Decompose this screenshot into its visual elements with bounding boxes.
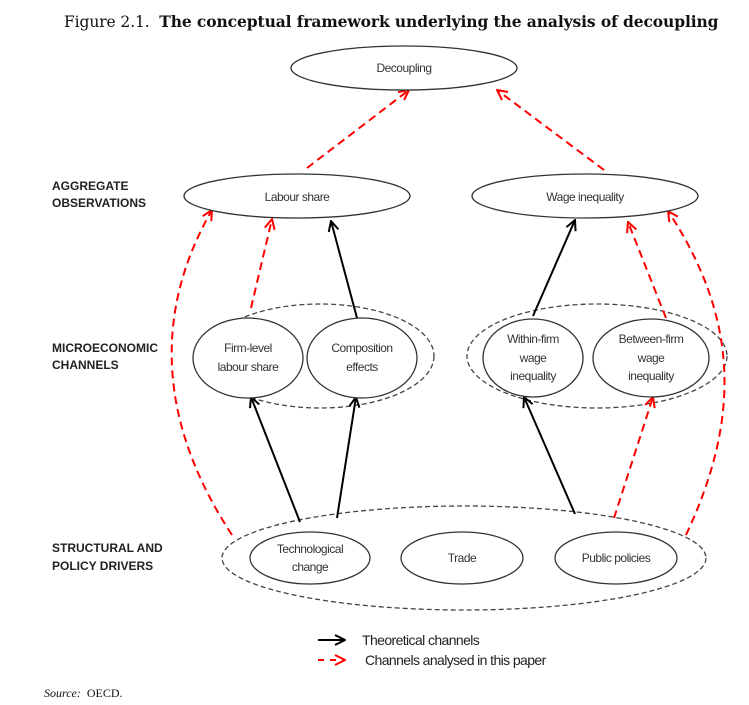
node-label: Labour share bbox=[265, 190, 331, 204]
edge-drivers-to-labour-share bbox=[170, 210, 233, 536]
row-label-structural: STRUCTURAL AND POLICY DRIVERS bbox=[52, 541, 163, 573]
figure-title: Figure 2.1. The conceptual framework und… bbox=[64, 12, 719, 31]
node-label: Between-firm bbox=[619, 332, 684, 346]
node-between-firm-wage-inequality: Between-firm wage inequality bbox=[592, 318, 710, 398]
node-label: Decoupling bbox=[376, 61, 431, 75]
node-trade: Trade bbox=[400, 531, 524, 585]
edge-drivers-to-wage-inequality bbox=[668, 211, 726, 536]
node-public-policies: Public policies bbox=[554, 531, 678, 585]
row-label-line: MICROECONOMIC bbox=[52, 341, 158, 355]
group-labour-channels bbox=[205, 303, 435, 409]
edge-firm-level-to-labour-share bbox=[250, 219, 272, 309]
node-technological-change: Technological change bbox=[249, 531, 371, 585]
legend-label: Channels analysed in this paper bbox=[365, 652, 547, 668]
node-label: effects bbox=[346, 360, 378, 374]
node-label: inequality bbox=[628, 369, 674, 383]
legend-item-theoretical: Theoretical channels bbox=[318, 632, 480, 648]
row-label-line: OBSERVATIONS bbox=[52, 196, 146, 210]
row-label-aggregate: AGGREGATE OBSERVATIONS bbox=[52, 179, 146, 210]
group-wage-channels bbox=[466, 303, 728, 409]
row-label-line: POLICY DRIVERS bbox=[52, 559, 153, 573]
edge-public-policies-to-between-firm bbox=[613, 397, 653, 519]
row-label-line: CHANNELS bbox=[52, 358, 119, 372]
node-labour-share: Labour share bbox=[183, 173, 411, 219]
node-label: labour share bbox=[218, 360, 280, 374]
edge-labour-share-to-decoupling bbox=[306, 90, 409, 169]
figure-heading: The conceptual framework underlying the … bbox=[159, 12, 719, 31]
source-text: OECD. bbox=[86, 686, 123, 700]
legend: Theoretical channels Channels analysed i… bbox=[318, 632, 547, 668]
source-label: Source: bbox=[44, 686, 81, 700]
edge-drivers-to-within-firm bbox=[524, 397, 576, 515]
edge-tech-to-firm-level bbox=[251, 397, 301, 523]
edge-between-firm-to-wage-inequality bbox=[628, 222, 667, 319]
node-within-firm-wage-inequality: Within-firm wage inequality bbox=[482, 318, 584, 398]
node-label: Trade bbox=[448, 551, 477, 565]
node-label: inequality bbox=[510, 369, 556, 383]
node-label: change bbox=[292, 560, 329, 574]
row-label-micro: MICROECONOMIC CHANNELS bbox=[52, 341, 158, 372]
node-label: Wage inequality bbox=[546, 190, 624, 204]
node-label: Composition bbox=[331, 341, 392, 355]
node-label: Within-firm bbox=[507, 332, 559, 346]
legend-item-analysed: Channels analysed in this paper bbox=[318, 652, 547, 668]
edge-tech-to-composition bbox=[336, 397, 356, 519]
node-composition-effects: Composition effects bbox=[306, 317, 418, 399]
group-structural-drivers bbox=[221, 505, 707, 611]
edge-composition-to-labour-share bbox=[331, 221, 358, 319]
node-firm-level-labour-share: Firm-level labour share bbox=[192, 317, 304, 399]
edge-wage-inequality-to-decoupling bbox=[497, 90, 605, 171]
node-label: wage bbox=[637, 351, 666, 365]
edge-within-firm-to-wage-inequality bbox=[532, 220, 575, 317]
figure-number: Figure 2.1. bbox=[64, 13, 150, 31]
row-label-line: STRUCTURAL AND bbox=[52, 541, 163, 555]
node-label: Firm-level bbox=[224, 341, 272, 355]
node-decoupling: Decoupling bbox=[290, 45, 518, 91]
node-wage-inequality: Wage inequality bbox=[471, 173, 699, 219]
row-label-line: AGGREGATE bbox=[52, 179, 128, 193]
source-note: Source: OECD. bbox=[44, 686, 123, 701]
legend-label: Theoretical channels bbox=[362, 632, 480, 648]
node-label: wage bbox=[519, 351, 548, 365]
node-label: Technological bbox=[277, 542, 343, 556]
node-label: Public policies bbox=[582, 551, 651, 565]
